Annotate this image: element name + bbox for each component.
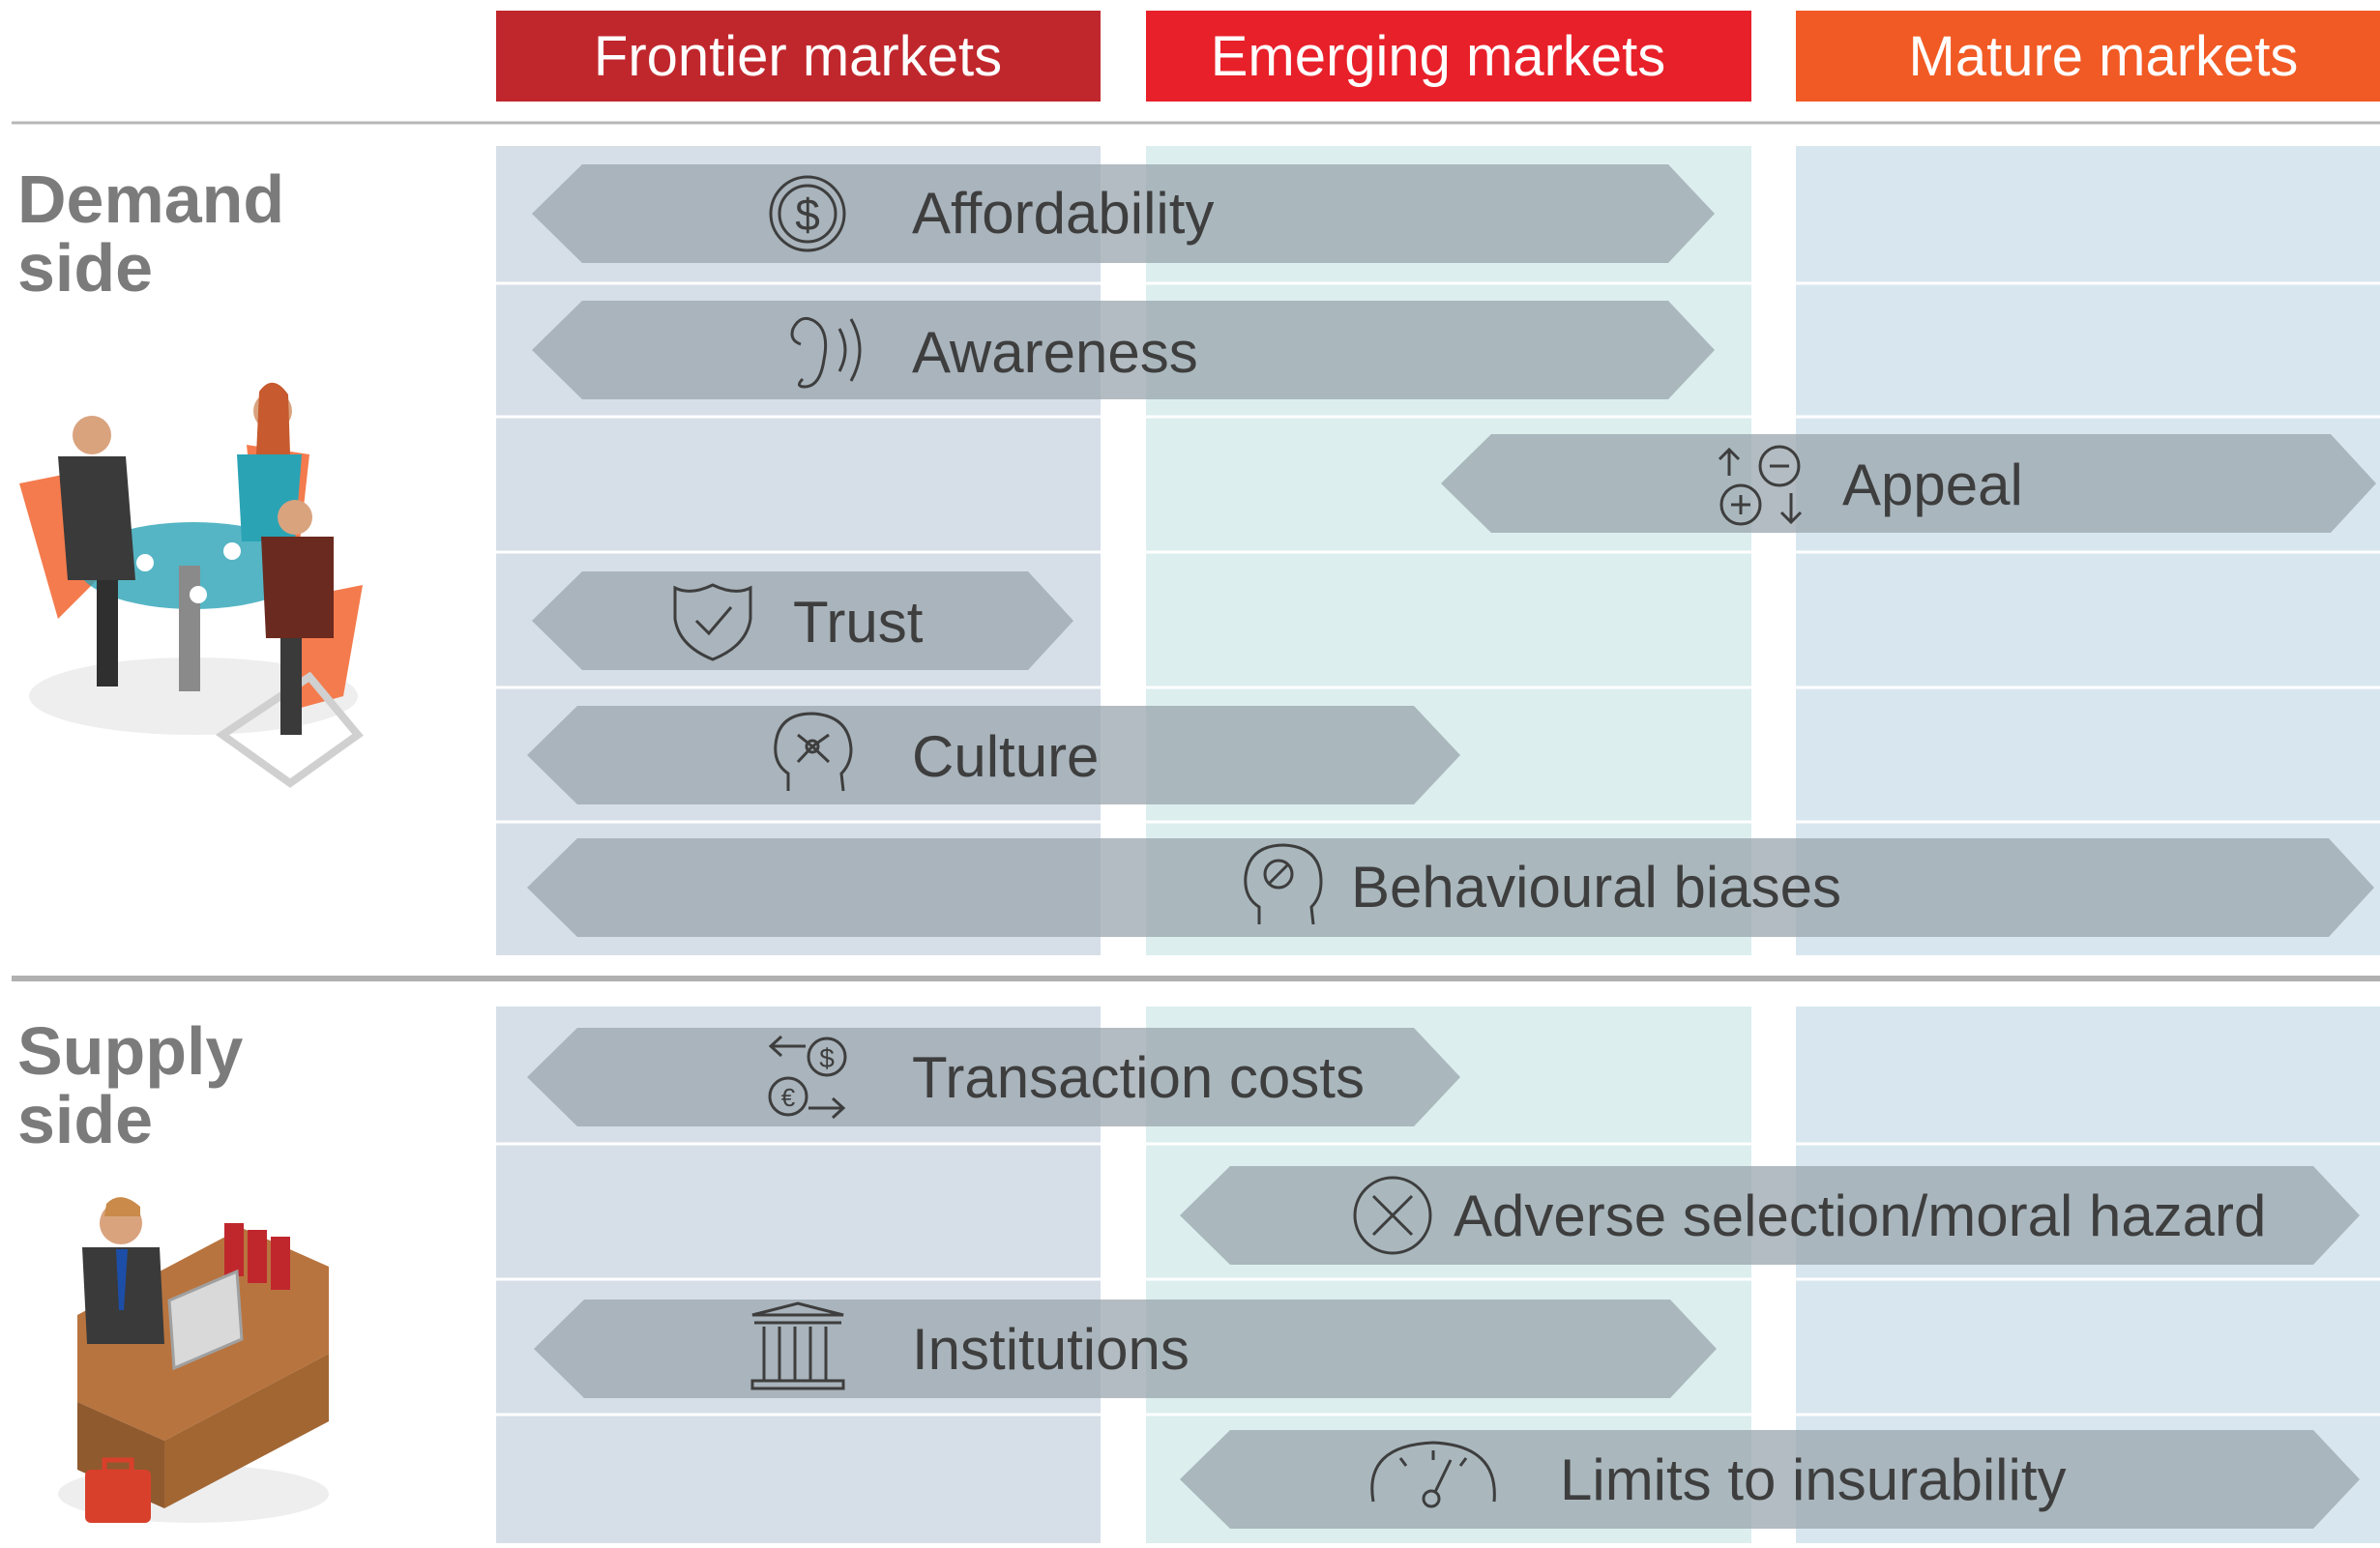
- barrier-trust: Trust: [532, 571, 1073, 670]
- trust-label: Trust: [793, 590, 924, 655]
- limits-label: Limits to insurability: [1560, 1447, 2067, 1512]
- adverse-selection-bar: [1180, 1166, 2360, 1265]
- column-headers: Frontier markets Emerging markets Mature…: [496, 11, 2380, 102]
- svg-text:€: €: [781, 1083, 796, 1112]
- barrier-adverse-selection: Adverse selection/moral hazard: [1180, 1166, 2360, 1265]
- row-separators: [496, 281, 2380, 1417]
- barrier-culture: Culture: [527, 706, 1460, 804]
- supply-label-line2: side: [17, 1082, 153, 1157]
- head-no-icon: [1244, 843, 1323, 925]
- awareness-bar: [532, 301, 1715, 399]
- behavioural-biases-label: Behavioural biases: [1351, 855, 1841, 920]
- barrier-limits-to-insurability: Limits to insurability: [1180, 1430, 2360, 1529]
- office-illustration: [58, 1197, 329, 1523]
- transaction-costs-label: Transaction costs: [912, 1045, 1365, 1110]
- affordability-label: Affordability: [912, 181, 1214, 246]
- institutions-label: Institutions: [912, 1317, 1190, 1382]
- barrier-appeal: Appeal: [1441, 434, 2376, 533]
- adverse-selection-label: Adverse selection/moral hazard: [1454, 1183, 2266, 1248]
- awareness-label: Awareness: [912, 320, 1198, 385]
- culture-label: Culture: [912, 724, 1099, 789]
- culture-bar: [527, 706, 1460, 804]
- barrier-behavioural-biases: Behavioural biases: [527, 838, 2374, 937]
- barrier-affordability: $ Affordability: [532, 164, 1715, 263]
- head-network-icon: [774, 712, 853, 792]
- section-labels: Demand side Supply side: [17, 161, 284, 1157]
- behavioural-biases-bar: [527, 838, 2374, 937]
- header-emerging-label: Emerging markets: [1211, 25, 1666, 88]
- ear-icon: [790, 316, 862, 389]
- barrier-transaction-costs: $ € Transaction costs: [527, 1028, 1460, 1126]
- affordability-bar: [532, 164, 1715, 263]
- barrier-awareness: Awareness: [532, 301, 1715, 399]
- currency-exchange-icon: $ €: [768, 1035, 847, 1120]
- dollar-coin-icon: $: [769, 175, 846, 252]
- demand-label-line2: side: [17, 230, 153, 306]
- gauge-icon: [1370, 1441, 1496, 1508]
- meeting-illustration: [19, 382, 364, 788]
- header-mature-label: Mature markets: [1909, 25, 2299, 88]
- header-mature: [1796, 11, 2380, 102]
- shield-check-icon: [673, 583, 752, 661]
- demand-label-line1: Demand: [17, 161, 284, 237]
- header-frontier-label: Frontier markets: [594, 25, 1002, 88]
- bank-building-icon: [750, 1301, 845, 1390]
- barrier-institutions: Institutions: [534, 1300, 1717, 1398]
- barrier-bars: $ Affordability Awareness: [527, 164, 2376, 1529]
- header-frontier: [496, 11, 1101, 102]
- svg-text:$: $: [795, 190, 820, 240]
- header-emerging: [1146, 11, 1751, 102]
- appeal-bar: [1441, 434, 2376, 533]
- appeal-label: Appeal: [1842, 453, 2023, 517]
- supply-label-line1: Supply: [17, 1013, 243, 1089]
- transaction-costs-bar: [527, 1028, 1460, 1126]
- plus-minus-arrows-icon: [1718, 445, 1803, 526]
- x-circle-icon: [1353, 1176, 1432, 1255]
- trust-bar: [532, 571, 1073, 670]
- svg-text:$: $: [819, 1043, 835, 1073]
